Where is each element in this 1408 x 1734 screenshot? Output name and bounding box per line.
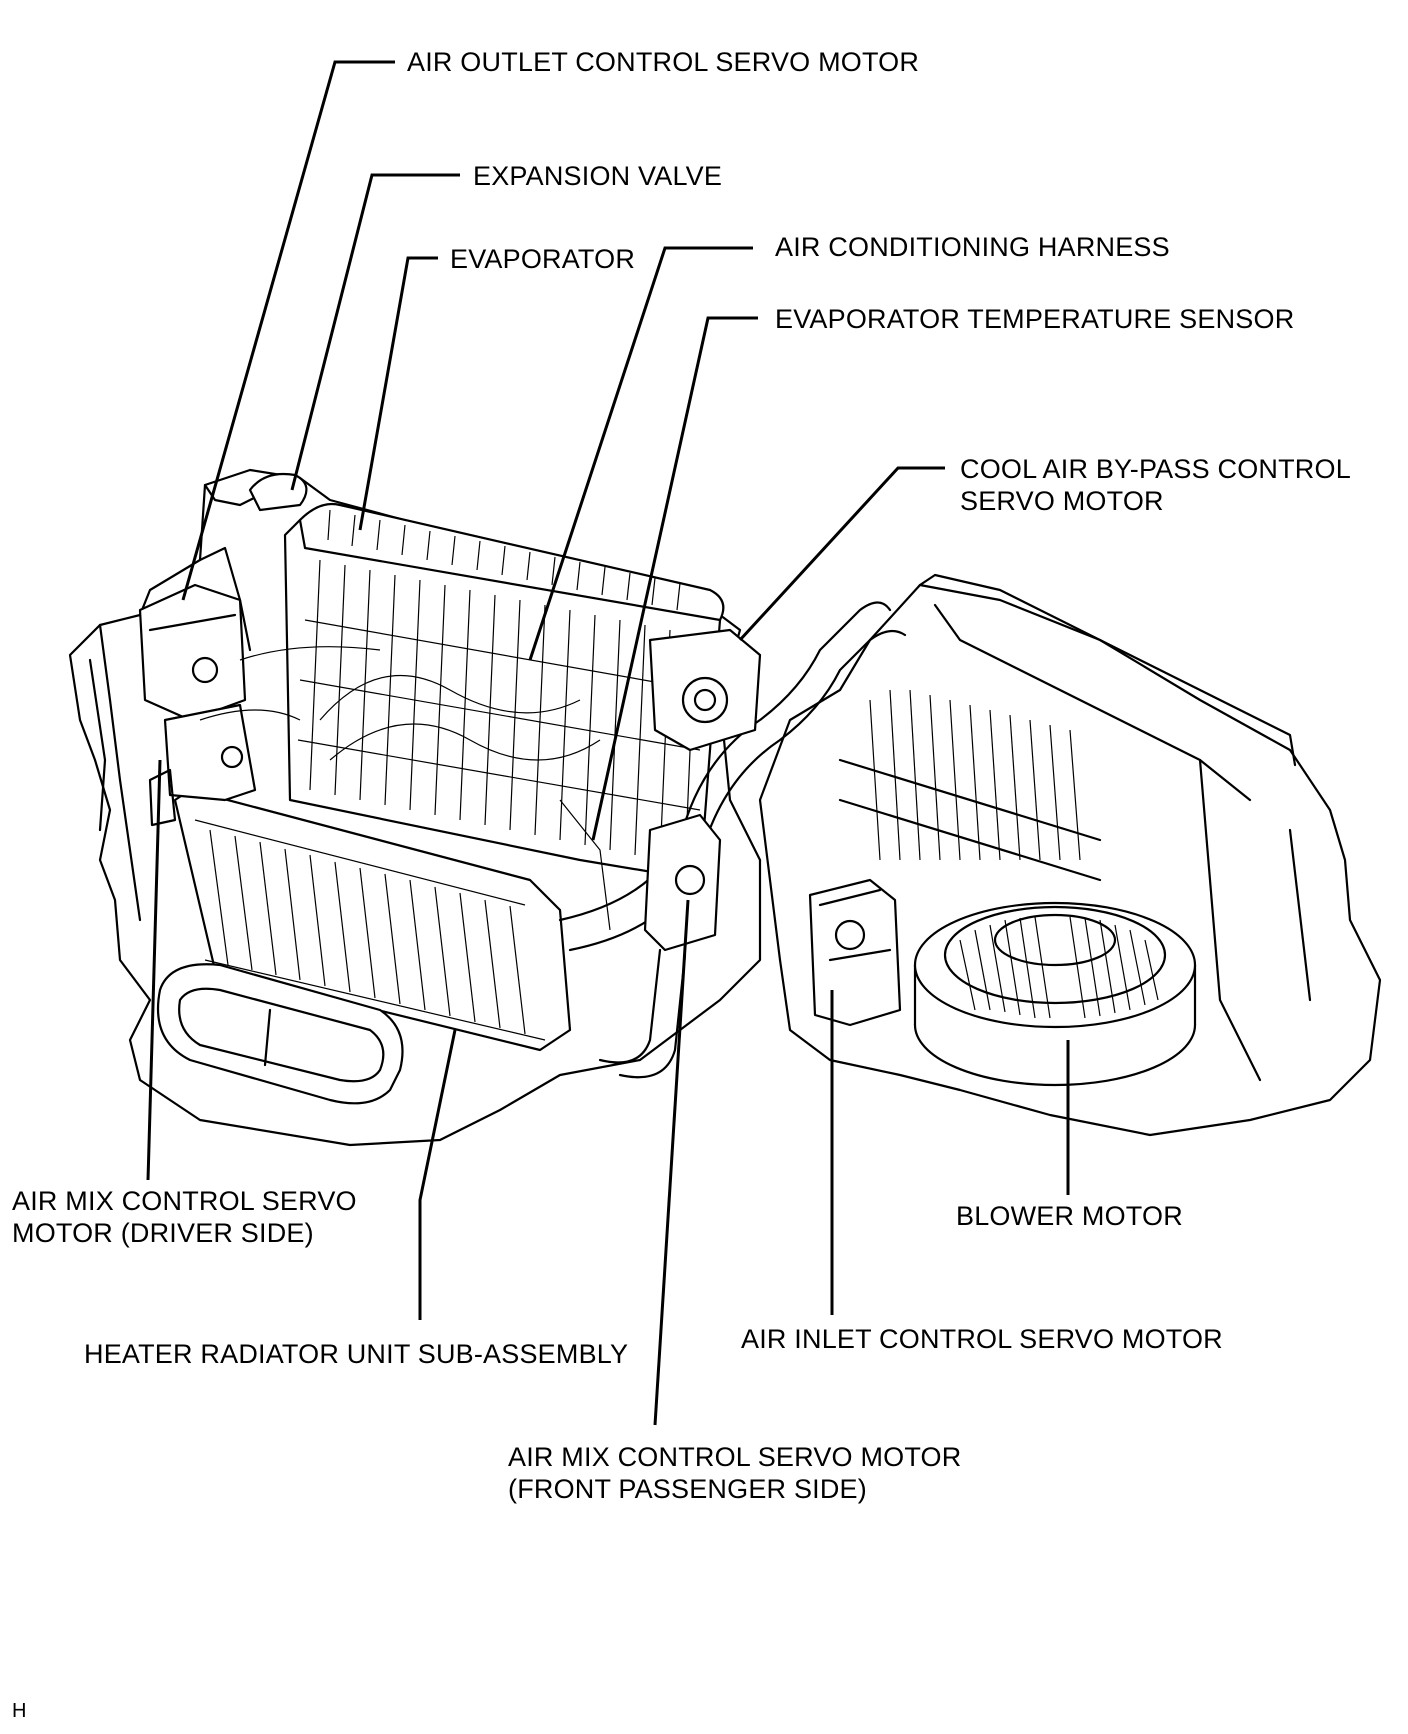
label-heater-radiator-unit-sub-assembly: HEATER RADIATOR UNIT SUB-ASSEMBLY bbox=[84, 1339, 629, 1369]
label-air-mix-control-servo-motor-driver-side: AIR MIX CONTROL SERVO MOTOR (DRIVER SIDE… bbox=[12, 1186, 357, 1248]
label-air-conditioning-harness: AIR CONDITIONING HARNESS bbox=[775, 232, 1170, 262]
label-air-outlet-control-servo-motor: AIR OUTLET CONTROL SERVO MOTOR bbox=[407, 47, 920, 77]
blower-fan bbox=[913, 901, 1197, 1087]
label-expansion-valve: EXPANSION VALVE bbox=[473, 161, 723, 191]
air-inlet-servo-shape bbox=[808, 878, 902, 1027]
evaporator-core bbox=[283, 502, 725, 882]
label-air-mix-control-servo-motor-front-passenger-side: AIR MIX CONTROL SERVO MOTOR (FRONT PASSE… bbox=[508, 1442, 962, 1504]
left-servos bbox=[138, 583, 257, 827]
label-evaporator-temperature-sensor: EVAPORATOR TEMPERATURE SENSOR bbox=[775, 304, 1295, 334]
lower-duct bbox=[156, 963, 404, 1105]
cool-air-bypass-servo-shape bbox=[648, 628, 762, 752]
label-air-inlet-control-servo-motor: AIR INLET CONTROL SERVO MOTOR bbox=[741, 1324, 1223, 1354]
air-mix-passenger-servo-shape bbox=[643, 813, 722, 952]
label-cool-air-bypass-control-servo-motor: COOL AIR BY-PASS CONTROL SERVO MOTOR bbox=[960, 454, 1351, 516]
ac-harness-wiring bbox=[199, 646, 611, 931]
leader-lines bbox=[146, 60, 1070, 1426]
figure-id: H bbox=[12, 1700, 27, 1722]
label-blower-motor: BLOWER MOTOR bbox=[956, 1201, 1183, 1231]
label-evaporator: EVAPORATOR bbox=[450, 244, 636, 274]
